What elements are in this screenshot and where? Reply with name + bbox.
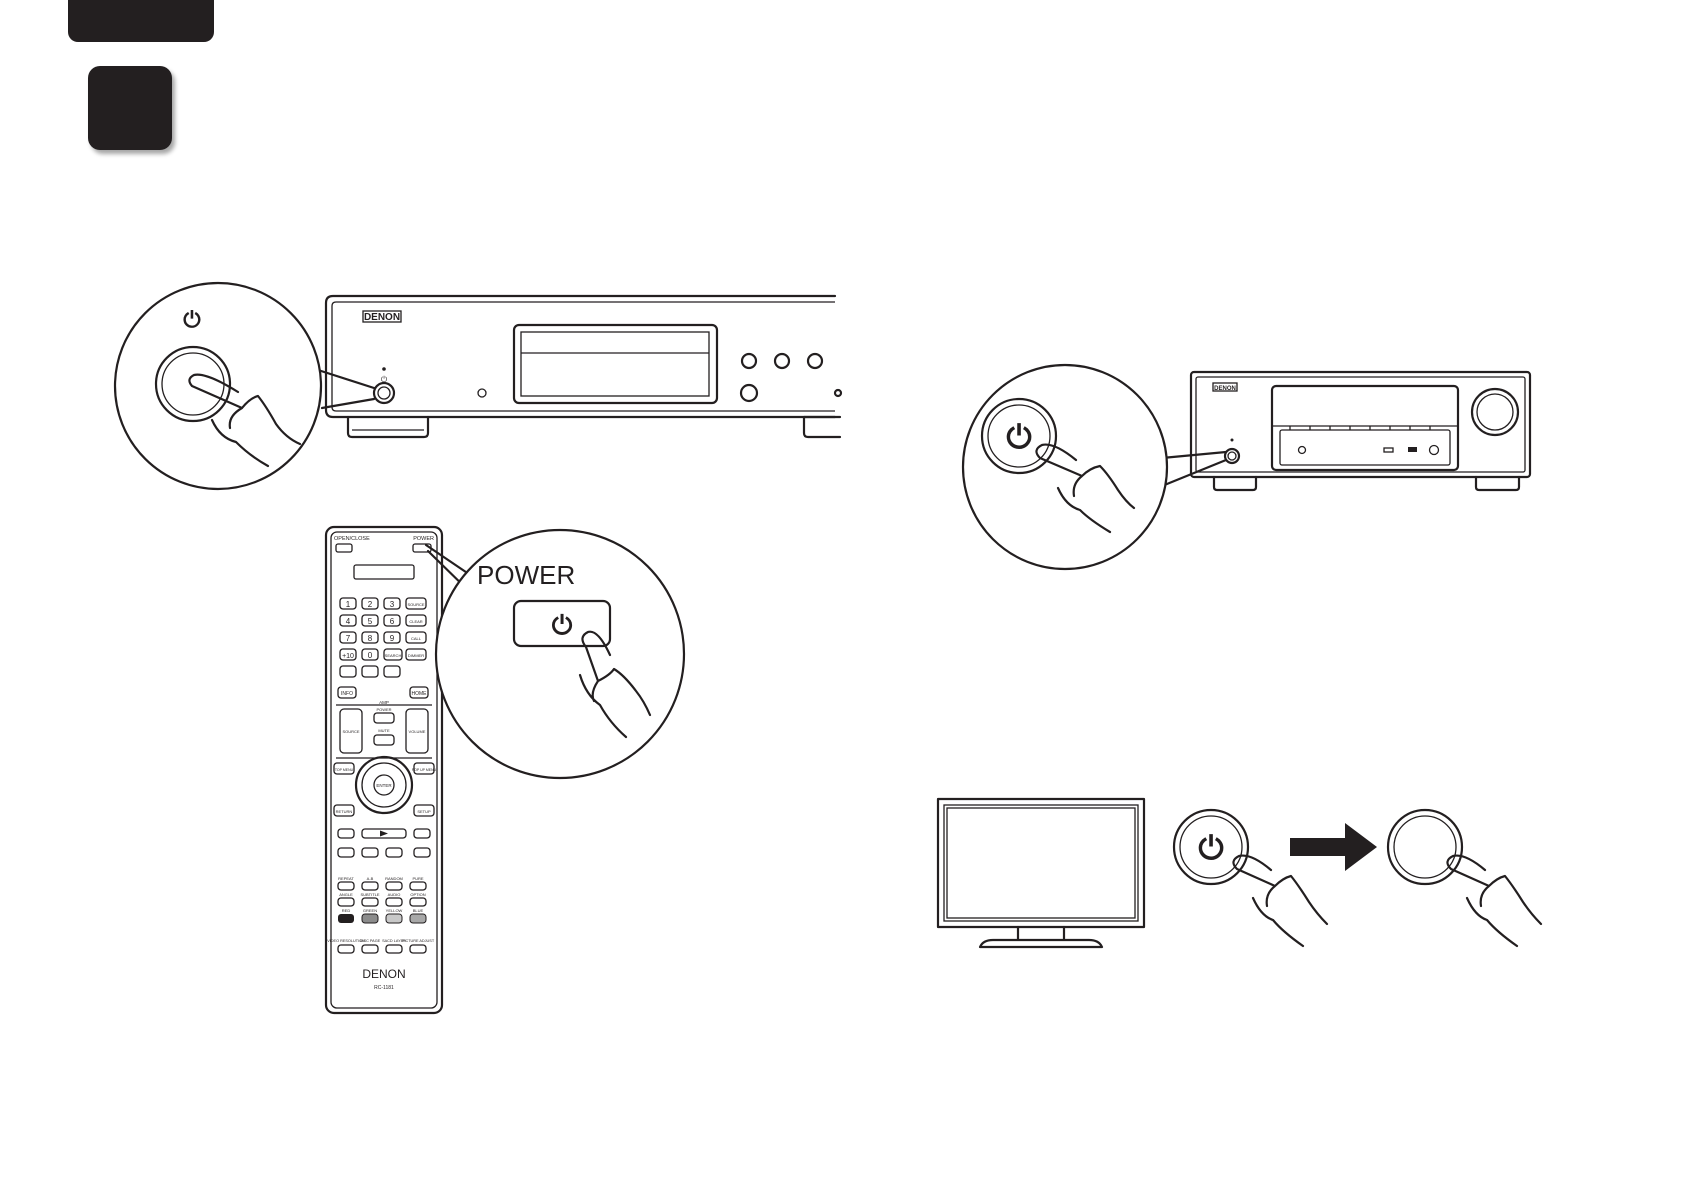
svg-text:ANGLE: ANGLE (339, 892, 353, 897)
player-button (806, 352, 824, 370)
svg-text:3: 3 (390, 600, 395, 609)
svg-text:0: 0 (368, 651, 373, 660)
svg-text:AMP: AMP (379, 700, 389, 705)
svg-text:5: 5 (368, 617, 373, 626)
svg-text:SOURCE: SOURCE (407, 602, 424, 607)
tv-frame (936, 797, 1146, 929)
svg-text:RETURN: RETURN (336, 809, 353, 814)
remote-power-button-zoom (512, 599, 612, 648)
chapter-tab (68, 0, 214, 42)
svg-text:1: 1 (346, 600, 351, 609)
svg-text:VOLUME: VOLUME (409, 729, 426, 734)
receiver-front-panel (1270, 384, 1460, 472)
player-illustration: DENON ⏻ ⏻ (113, 281, 843, 491)
tv-illustration: ⏻ (936, 797, 1543, 949)
receiver-volume-knob (1470, 387, 1520, 437)
player-button (773, 352, 791, 370)
svg-text:RED: RED (342, 908, 351, 913)
receiver-brand: DENON (1214, 386, 1236, 392)
svg-text:CALL: CALL (411, 636, 422, 641)
remote-illustration: OPEN/CLOSE POWER 1 2 3 4 5 6 7 8 9 +10 0… (324, 525, 686, 1015)
remote-brand: DENON (362, 967, 405, 981)
player-brand: DENON (364, 312, 400, 323)
receiver-power-symbol: ⏻ (1006, 419, 1032, 455)
step-number-box (88, 66, 172, 150)
svg-text:POWER: POWER (376, 707, 391, 712)
svg-text:CLEAR: CLEAR (409, 619, 422, 624)
svg-text:REPEAT: REPEAT (338, 876, 354, 881)
player-button (740, 352, 758, 370)
svg-text:SETUP: SETUP (417, 809, 431, 814)
remote-callout-symbol: ⏻ (552, 610, 573, 640)
svg-text:⏻: ⏻ (381, 375, 388, 384)
player-power-symbol: ⏻ (183, 307, 201, 332)
svg-text:7: 7 (346, 634, 351, 643)
svg-text:HOME: HOME (412, 691, 428, 697)
receiver-body (1189, 370, 1532, 479)
remote-number-keys: 1 2 3 4 5 6 7 8 9 +10 0 SOURCE CLEAR CAL… (339, 597, 427, 661)
svg-text:YELLOW: YELLOW (386, 908, 403, 913)
remote-power-callout (434, 528, 686, 780)
svg-text:6: 6 (390, 617, 395, 626)
svg-text:GREEN: GREEN (363, 908, 377, 913)
receiver-illustration: DENON ⏻ (961, 363, 1532, 571)
player-power-callout (113, 281, 323, 491)
svg-text:OPTION: OPTION (410, 892, 425, 897)
svg-text:2: 2 (368, 600, 373, 609)
svg-text:9: 9 (390, 634, 395, 643)
tv-screen (943, 804, 1139, 922)
svg-text:ENTER: ENTER (376, 783, 392, 788)
svg-text:DIMMER: DIMMER (408, 653, 424, 658)
remote-nav-ring (354, 755, 414, 815)
svg-text:TOP MENU: TOP MENU (335, 768, 354, 772)
svg-text:+10: +10 (342, 653, 354, 660)
svg-text:RANDOM: RANDOM (385, 876, 403, 881)
player-power-button (372, 381, 396, 405)
svg-text:4: 4 (346, 617, 351, 626)
disc-tray (512, 323, 719, 405)
svg-text:8: 8 (368, 634, 373, 643)
svg-text:SACD LAYER: SACD LAYER (382, 939, 406, 943)
player-logo-frame (362, 310, 402, 323)
receiver-power-callout (961, 363, 1169, 571)
svg-text:AUDIO: AUDIO (388, 892, 401, 897)
receiver-power-button (1223, 447, 1241, 465)
svg-text:A-B: A-B (367, 876, 374, 881)
svg-text:POWER: POWER (413, 536, 434, 542)
svg-text:POP UP MENU: POP UP MENU (412, 768, 437, 772)
svg-text:OPEN/CLOSE: OPEN/CLOSE (334, 536, 370, 542)
tv-power-button-off (1386, 808, 1464, 886)
svg-text:INFO: INFO (341, 691, 353, 697)
remote-model: RC-1181 (374, 985, 394, 991)
svg-text:SUBTITLE: SUBTITLE (360, 892, 379, 897)
remote-sensor (477, 388, 487, 398)
remote-callout-label: POWER (477, 560, 575, 590)
tv-power-button (1172, 808, 1250, 886)
tv-power-symbol: ⏻ (1198, 830, 1224, 866)
svg-text:PURE: PURE (412, 876, 423, 881)
svg-text:PICTURE ADJUST: PICTURE ADJUST (402, 939, 435, 943)
svg-text:MUTE: MUTE (378, 728, 390, 733)
svg-text:BLUE: BLUE (413, 908, 424, 913)
player-button (739, 383, 759, 403)
svg-text:VIDEO RESOLUTION: VIDEO RESOLUTION (327, 939, 365, 943)
receiver-power-button-zoom (980, 397, 1058, 475)
svg-text:SEARCH: SEARCH (385, 653, 402, 658)
svg-text:SOURCE: SOURCE (342, 729, 359, 734)
svg-text:DISC PAGE: DISC PAGE (360, 939, 381, 943)
player-power-button-zoom (154, 345, 232, 423)
player-body (324, 294, 837, 419)
remote-body (324, 525, 444, 1015)
arrow-icon (1290, 823, 1377, 871)
